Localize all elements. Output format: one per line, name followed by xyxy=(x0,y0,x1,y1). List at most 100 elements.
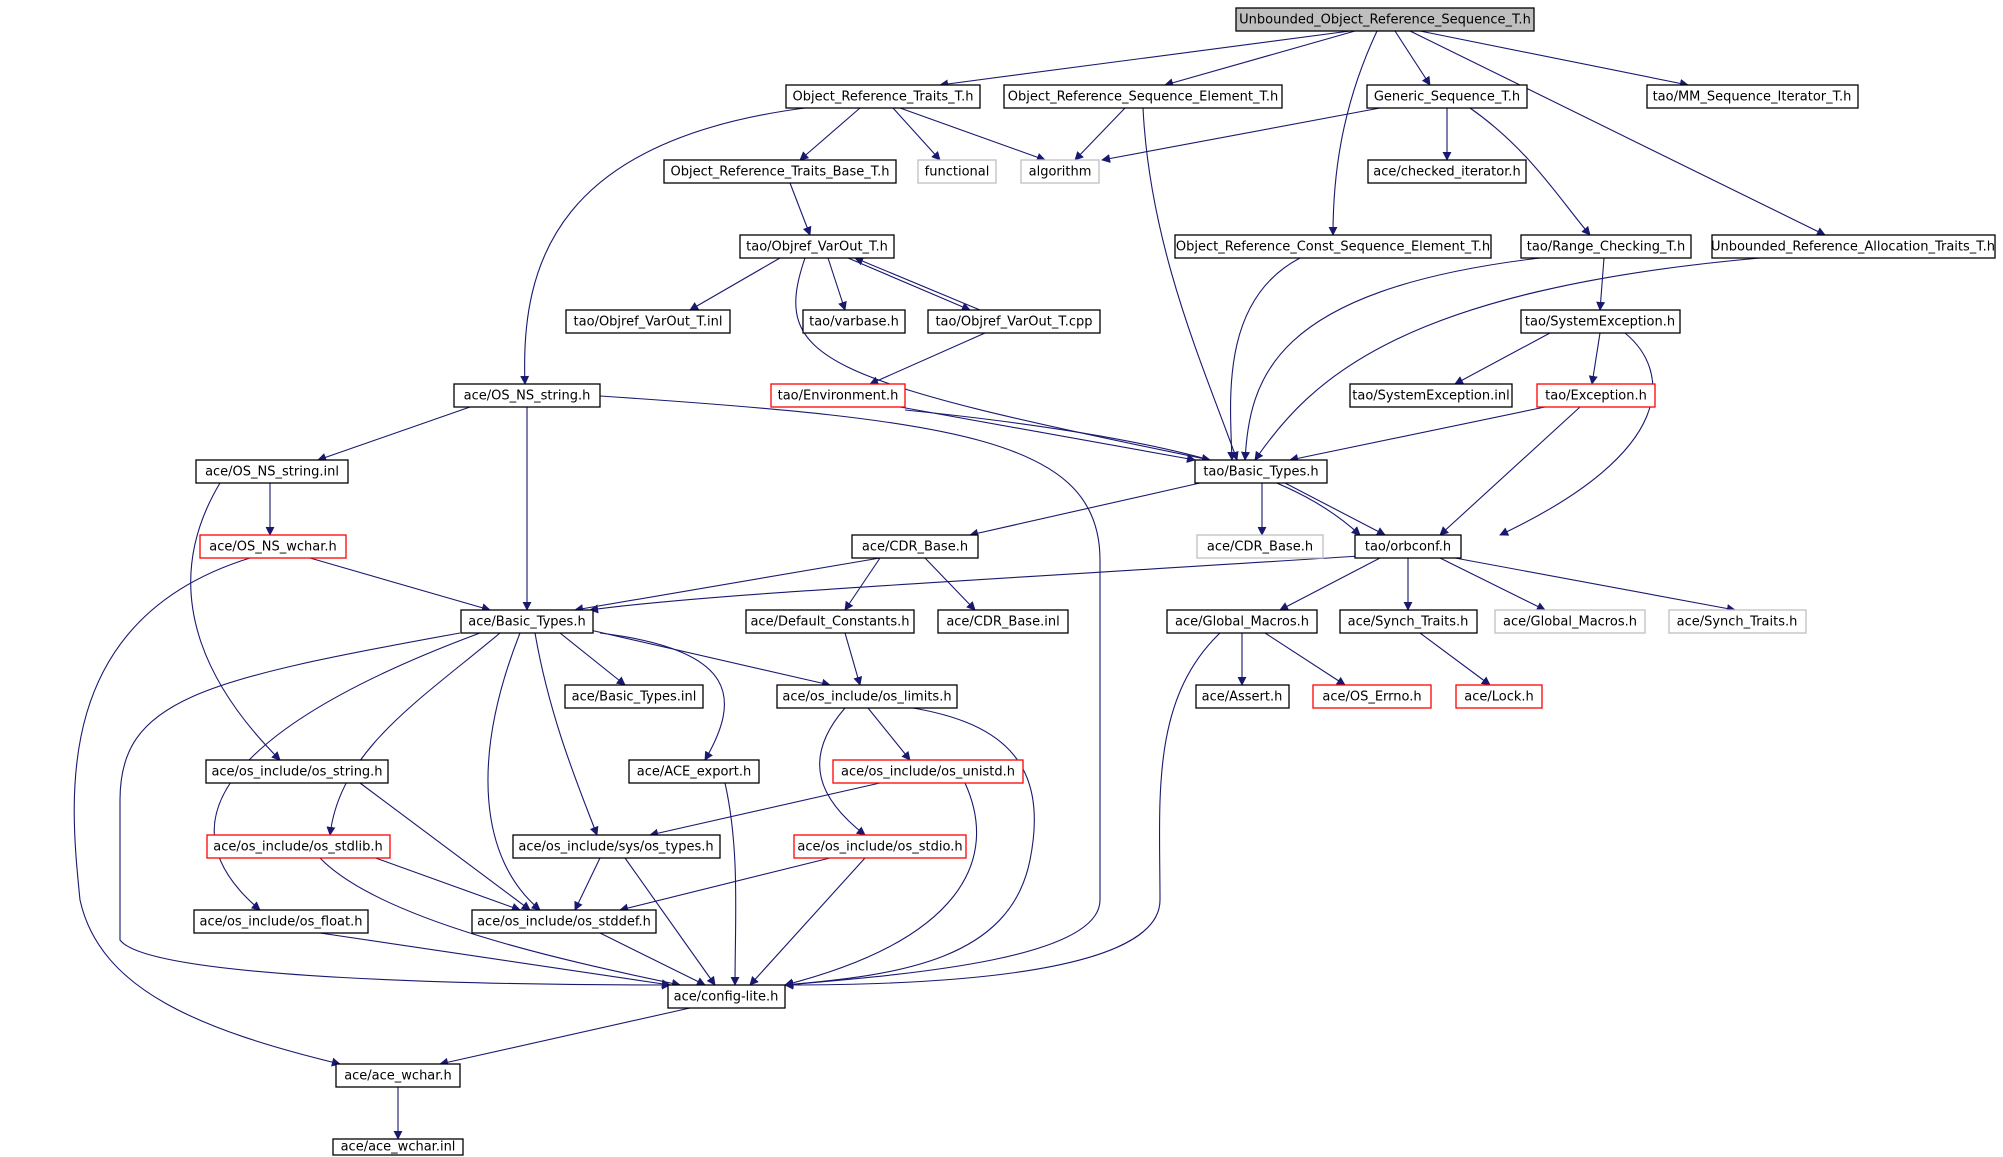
edge-stdlib-configlite xyxy=(319,857,681,988)
header-nodes: Unbounded_Object_Reference_Sequence_T.h … xyxy=(193,7,1996,1156)
svg-text:ace/OS_NS_string.inl: ace/OS_NS_string.inl xyxy=(205,465,339,480)
node-synch-traits-external[interactable]: ace/Synch_Traits.h xyxy=(1668,609,1807,634)
edge-systypes-stddef xyxy=(574,857,601,911)
node-ace-wchar-inl[interactable]: ace/ace_wchar.inl xyxy=(332,1138,464,1156)
edge-varout-varoutcpp xyxy=(847,257,971,311)
svg-text:tao/SystemException.h: tao/SystemException.h xyxy=(1525,315,1675,330)
svg-text:tao/Objref_VarOut_T.inl: tao/Objref_VarOut_T.inl xyxy=(574,315,723,330)
node-exception[interactable]: tao/Exception.h xyxy=(1536,383,1656,408)
svg-text:ace/ace_wchar.inl: ace/ace_wchar.inl xyxy=(341,1140,456,1155)
svg-text:ace/CDR_Base.inl: ace/CDR_Base.inl xyxy=(946,615,1059,630)
edge-root-gs xyxy=(1394,30,1431,86)
node-functional[interactable]: functional xyxy=(917,159,997,184)
edge-orse-algorithm xyxy=(1074,107,1126,161)
svg-text:tao/Environment.h: tao/Environment.h xyxy=(778,389,899,404)
node-os-errno[interactable]: ace/OS_Errno.h xyxy=(1312,684,1432,709)
node-cdr-base[interactable]: ace/CDR_Base.h xyxy=(851,534,979,559)
node-object-reference-sequence-element[interactable]: Object_Reference_Sequence_Element_T.h xyxy=(1003,84,1283,109)
svg-text:ace/Global_Macros.h: ace/Global_Macros.h xyxy=(1175,615,1309,630)
svg-text:ace/OS_NS_wchar.h: ace/OS_NS_wchar.h xyxy=(209,540,336,555)
edge-urat-taobt xyxy=(1254,257,1761,461)
svg-text:ace/os_include/os_unistd.h: ace/os_include/os_unistd.h xyxy=(841,765,1015,780)
node-os-ns-string-inl[interactable]: ace/OS_NS_string.inl xyxy=(195,459,349,484)
node-default-constants[interactable]: ace/Default_Constants.h xyxy=(745,609,915,634)
node-os-stdio[interactable]: ace/os_include/os_stdio.h xyxy=(793,834,967,859)
edge-sysexc-sysexcinl xyxy=(1454,332,1551,385)
edge-configlite-acewchar xyxy=(439,1007,691,1067)
node-algorithm[interactable]: algorithm xyxy=(1020,159,1100,184)
node-unbounded-reference-allocation-traits[interactable]: Unbounded_Reference_Allocation_Traits_T.… xyxy=(1711,234,1996,259)
node-objref-varout-inl[interactable]: tao/Objref_VarOut_T.inl xyxy=(565,309,731,334)
edge-root-mmsi xyxy=(1419,30,1689,88)
node-lock[interactable]: ace/Lock.h xyxy=(1455,684,1543,709)
svg-text:ace/ace_wchar.h: ace/ace_wchar.h xyxy=(344,1069,452,1084)
node-varbase[interactable]: tao/varbase.h xyxy=(802,309,906,334)
edge-root-orcse xyxy=(1328,30,1378,236)
edge-float-configlite xyxy=(319,932,671,989)
edge-osstring-stddef xyxy=(359,782,531,911)
node-basic-types-inl[interactable]: ace/Basic_Types.inl xyxy=(564,684,704,709)
svg-text:ace/os_include/os_stdio.h: ace/os_include/os_stdio.h xyxy=(797,840,962,855)
node-os-ns-wchar[interactable]: ace/OS_NS_wchar.h xyxy=(199,534,347,559)
edge-osnsinl-osstring xyxy=(190,482,281,761)
svg-text:tao/Objref_VarOut_T.cpp: tao/Objref_VarOut_T.cpp xyxy=(935,315,1092,330)
svg-text:ace/os_include/os_stddef.h: ace/os_include/os_stddef.h xyxy=(477,915,651,930)
edge-gs-algorithm xyxy=(1101,107,1381,163)
node-os-float[interactable]: ace/os_include/os_float.h xyxy=(193,909,369,934)
edge-orbconf-acebt xyxy=(589,555,1361,614)
node-system-exception-inl[interactable]: tao/SystemException.inl xyxy=(1349,383,1513,408)
node-system-exception[interactable]: tao/SystemException.h xyxy=(1520,309,1681,334)
node-ace-basic-types[interactable]: ace/Basic_Types.h xyxy=(460,609,594,634)
node-orbconf[interactable]: tao/orbconf.h xyxy=(1354,534,1462,559)
node-mm-sequence-iterator[interactable]: tao/MM_Sequence_Iterator_T.h xyxy=(1646,84,1859,109)
node-unbounded-object-reference-sequence[interactable]: Unbounded_Object_Reference_Sequence_T.h xyxy=(1235,7,1535,32)
node-cdr-base-external[interactable]: ace/CDR_Base.h xyxy=(1196,534,1324,559)
node-os-stdlib[interactable]: ace/os_include/os_stdlib.h xyxy=(206,834,391,859)
node-global-macros-external[interactable]: ace/Global_Macros.h xyxy=(1494,609,1646,634)
node-assert[interactable]: ace/Assert.h xyxy=(1195,684,1290,709)
node-object-reference-traits[interactable]: Object_Reference_Traits_T.h xyxy=(785,84,981,109)
node-cdr-base-inl[interactable]: ace/CDR_Base.inl xyxy=(937,609,1069,634)
node-checked-iterator[interactable]: ace/checked_iterator.h xyxy=(1367,159,1527,184)
node-generic-sequence[interactable]: Generic_Sequence_T.h xyxy=(1366,84,1528,109)
node-os-string[interactable]: ace/os_include/os_string.h xyxy=(205,759,389,784)
edge-taobt-orbconf xyxy=(1284,482,1386,536)
node-object-reference-const-sequence-element[interactable]: Object_Reference_Const_Sequence_Element_… xyxy=(1174,234,1492,259)
svg-text:Object_Reference_Traits_T.h: Object_Reference_Traits_T.h xyxy=(793,90,974,105)
node-objref-varout[interactable]: tao/Objref_VarOut_T.h xyxy=(739,234,895,259)
node-objref-varout-cpp[interactable]: tao/Objref_VarOut_T.cpp xyxy=(927,309,1101,334)
node-os-ns-string[interactable]: ace/OS_NS_string.h xyxy=(453,383,601,408)
edge-oswchar-acebt xyxy=(309,557,491,613)
edge-orse-taobt xyxy=(1142,107,1239,461)
node-ace-wchar[interactable]: ace/ace_wchar.h xyxy=(335,1063,461,1088)
node-os-unistd[interactable]: ace/os_include/os_unistd.h xyxy=(832,759,1024,784)
node-sys-os-types[interactable]: ace/os_include/sys/os_types.h xyxy=(512,834,721,859)
svg-text:Unbounded_Reference_Allocation: Unbounded_Reference_Allocation_Traits_T.… xyxy=(1711,240,1995,255)
edge-osns-osnsinl xyxy=(317,406,471,462)
svg-text:ace/os_include/sys/os_types.h: ace/os_include/sys/os_types.h xyxy=(518,840,713,855)
node-os-limits[interactable]: ace/os_include/os_limits.h xyxy=(776,684,958,709)
edge-env-taobt xyxy=(899,406,1196,463)
edge-cdrbase-cdrinl xyxy=(924,557,976,611)
edge-systypes-configlite xyxy=(624,857,716,986)
svg-text:ace/OS_Errno.h: ace/OS_Errno.h xyxy=(1322,690,1421,705)
node-os-stddef[interactable]: ace/os_include/os_stddef.h xyxy=(471,909,657,934)
node-object-reference-traits-base[interactable]: Object_Reference_Traits_Base_T.h xyxy=(663,159,897,184)
node-environment[interactable]: tao/Environment.h xyxy=(770,383,906,408)
node-synch-traits[interactable]: ace/Synch_Traits.h xyxy=(1339,609,1478,634)
node-config-lite[interactable]: ace/config-lite.h xyxy=(667,984,786,1009)
edge-ort-ortb xyxy=(799,107,861,161)
edge-stdio-configlite xyxy=(749,857,866,986)
edge-limits-stdio xyxy=(819,707,866,836)
svg-text:ace/CDR_Base.h: ace/CDR_Base.h xyxy=(862,540,968,555)
svg-text:tao/MM_Sequence_Iterator_T.h: tao/MM_Sequence_Iterator_T.h xyxy=(1653,90,1852,105)
svg-text:Object_Reference_Sequence_Elem: Object_Reference_Sequence_Element_T.h xyxy=(1008,90,1279,105)
svg-text:ace/OS_NS_string.h: ace/OS_NS_string.h xyxy=(464,389,591,404)
edge-varoutcpp-varout xyxy=(854,256,981,311)
node-ace-export[interactable]: ace/ACE_export.h xyxy=(628,759,760,784)
svg-text:ace/Basic_Types.inl: ace/Basic_Types.inl xyxy=(572,690,697,705)
node-tao-basic-types[interactable]: tao/Basic_Types.h xyxy=(1194,459,1328,484)
node-global-macros[interactable]: ace/Global_Macros.h xyxy=(1166,609,1318,634)
svg-text:ace/Basic_Types.h: ace/Basic_Types.h xyxy=(468,615,585,630)
node-range-checking[interactable]: tao/Range_Checking_T.h xyxy=(1520,234,1692,259)
